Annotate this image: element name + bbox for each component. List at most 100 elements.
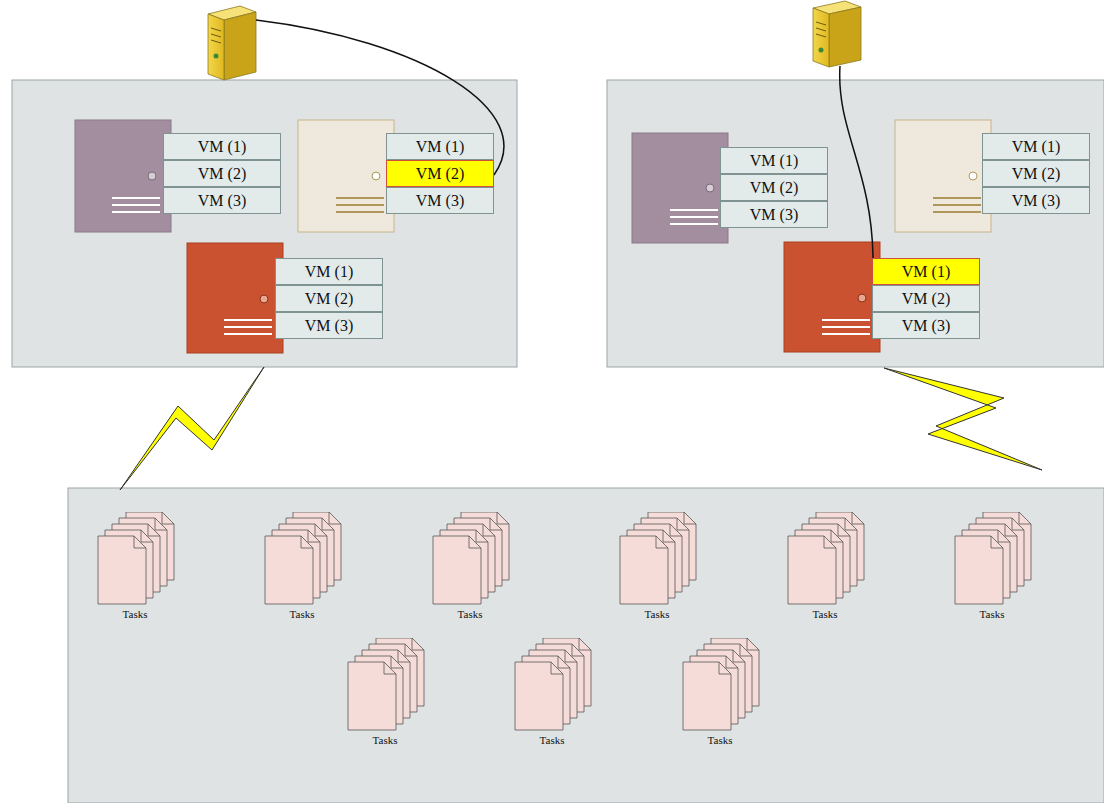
- document-fold: [384, 662, 396, 674]
- task-label: Tasks: [409, 608, 531, 620]
- document-icon: [348, 662, 396, 730]
- vm-label: VM (3): [416, 192, 464, 210]
- vm-box: VM (2): [720, 174, 828, 201]
- vm-label: VM (2): [1012, 165, 1060, 183]
- document-fold: [391, 656, 403, 668]
- vm-box: VM (2): [163, 160, 281, 187]
- document-fold: [684, 512, 696, 524]
- task-stack: Tasks: [241, 512, 363, 620]
- document-fold: [476, 530, 488, 542]
- vm-box: VM (3): [720, 201, 828, 228]
- document-fold: [579, 638, 591, 650]
- vm-label: VM (2): [416, 165, 464, 183]
- document-fold: [719, 662, 731, 674]
- task-stack: Tasks: [596, 512, 718, 620]
- document-fold: [831, 530, 843, 542]
- document-fold: [497, 512, 509, 524]
- task-label: Tasks: [491, 734, 613, 746]
- document-stack-icon: [340, 638, 430, 734]
- document-fold: [824, 536, 836, 548]
- document-fold: [670, 524, 682, 536]
- document-fold: [412, 638, 424, 650]
- document-icon: [788, 536, 836, 604]
- vm-box: VM (1): [982, 133, 1090, 160]
- document-fold: [469, 536, 481, 548]
- document-fold: [490, 518, 502, 530]
- document-fold: [740, 644, 752, 656]
- task-label: Tasks: [931, 608, 1053, 620]
- vm-box: VM (2): [872, 285, 980, 312]
- document-fold: [663, 530, 675, 542]
- task-label: Tasks: [596, 608, 718, 620]
- vm-label: VM (1): [1012, 138, 1060, 156]
- lightning-link: [884, 368, 1042, 470]
- document-fold: [998, 530, 1010, 542]
- document-stack-icon: [507, 638, 597, 734]
- vm-label: VM (1): [198, 138, 246, 156]
- document-fold: [134, 536, 146, 548]
- document-icon: [433, 536, 481, 604]
- document-fold: [398, 650, 410, 662]
- document-stack-icon: [780, 512, 870, 608]
- vm-label: VM (1): [750, 152, 798, 170]
- vm-box: VM (3): [872, 312, 980, 339]
- document-stack-icon: [947, 512, 1037, 608]
- task-stack: Tasks: [491, 638, 613, 746]
- vm-label: VM (2): [198, 165, 246, 183]
- document-fold: [301, 536, 313, 548]
- document-fold: [572, 644, 584, 656]
- vm-label: VM (3): [750, 206, 798, 224]
- task-stack: Tasks: [931, 512, 1053, 620]
- document-fold: [733, 650, 745, 662]
- document-fold: [677, 518, 689, 530]
- vm-box: VM (2): [982, 160, 1090, 187]
- assignment-wire: [256, 20, 504, 175]
- document-fold: [1005, 524, 1017, 536]
- vm-box: VM (3): [386, 187, 494, 214]
- document-fold: [852, 512, 864, 524]
- task-label: Tasks: [74, 608, 196, 620]
- host-server: [75, 120, 171, 232]
- document-fold: [558, 656, 570, 668]
- document-fold: [141, 530, 153, 542]
- document-icon: [98, 536, 146, 604]
- document-fold: [1012, 518, 1024, 530]
- vm-box: VM (1): [720, 147, 828, 174]
- document-fold: [656, 536, 668, 548]
- task-stack: Tasks: [74, 512, 196, 620]
- broker-computer: [208, 6, 256, 80]
- vm-box: VM (1): [275, 258, 383, 285]
- document-fold: [148, 524, 160, 536]
- document-fold: [329, 512, 341, 524]
- task-label: Tasks: [659, 734, 781, 746]
- document-fold: [322, 518, 334, 530]
- task-label: Tasks: [764, 608, 886, 620]
- document-icon: [515, 662, 563, 730]
- datacenter-panel: [12, 80, 517, 367]
- document-fold: [155, 518, 167, 530]
- task-label: Tasks: [241, 608, 363, 620]
- document-icon: [955, 536, 1003, 604]
- selected-vm-box: VM (2): [386, 160, 494, 187]
- document-stack-icon: [675, 638, 765, 734]
- document-fold: [838, 524, 850, 536]
- task-stack: Tasks: [409, 512, 531, 620]
- task-stack: Tasks: [324, 638, 446, 746]
- vm-label: VM (1): [416, 138, 464, 156]
- document-icon: [620, 536, 668, 604]
- task-stack: Tasks: [659, 638, 781, 746]
- vm-label: VM (3): [902, 317, 950, 335]
- document-fold: [405, 644, 417, 656]
- vm-box: VM (3): [275, 312, 383, 339]
- document-icon: [683, 662, 731, 730]
- task-panel: [68, 488, 1104, 803]
- document-stack-icon: [257, 512, 347, 608]
- document-fold: [991, 536, 1003, 548]
- lightning-link: [120, 367, 264, 490]
- vm-box: VM (1): [163, 133, 281, 160]
- vm-label: VM (1): [902, 263, 950, 281]
- document-fold: [747, 638, 759, 650]
- task-stack: Tasks: [764, 512, 886, 620]
- host-server: [298, 120, 394, 232]
- host-server: [632, 133, 728, 243]
